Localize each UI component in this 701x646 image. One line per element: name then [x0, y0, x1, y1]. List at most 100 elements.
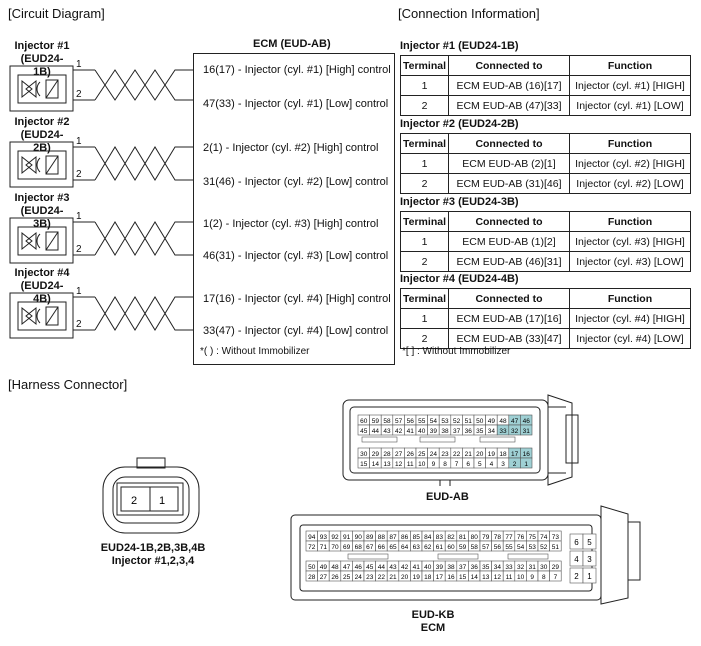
pin-label: 50 [308, 564, 316, 571]
pin-label: 41 [407, 428, 415, 435]
pin-label: 6 [574, 538, 579, 547]
pin-label: 34 [494, 564, 502, 571]
pin-cell [520, 424, 533, 436]
pin-label: 7 [455, 461, 459, 468]
pin-label: 80 [471, 534, 479, 541]
pin-label: 7 [554, 574, 558, 581]
pin-label: 62 [424, 544, 432, 551]
pin-label: 2 [76, 169, 82, 180]
table-cell: Injector (cyl. #2) [LOW] [568, 173, 691, 194]
pin-label: 6 [466, 461, 470, 468]
pin-label: 26 [331, 574, 339, 581]
pin-label: 57 [482, 544, 490, 551]
pin-label: 9 [530, 574, 534, 581]
connection-info-heading: [Connection Information] [398, 6, 540, 21]
table-cell: Injector (cyl. #2) [HIGH] [568, 153, 691, 174]
pin-label: 2 [76, 319, 82, 330]
pin-label: 45 [360, 428, 368, 435]
table-header: Function [568, 133, 691, 154]
pin-label: 39 [430, 428, 438, 435]
pin-label: 90 [355, 534, 363, 541]
injector-connector-caption: EUD24-1B,2B,3B,4B Injector #1,2,3,4 [100, 542, 206, 567]
pin-label: 1 [524, 461, 528, 468]
table-cell: ECM EUD-AB (2)[1] [447, 153, 570, 174]
pin-label: 31 [523, 428, 531, 435]
pin-label: 71 [320, 544, 328, 551]
pin-label: 36 [471, 564, 479, 571]
pin-label: 66 [378, 544, 386, 551]
pin-label: 33 [505, 564, 513, 571]
pin-label: 63 [413, 544, 421, 551]
pin-label: 35 [482, 564, 490, 571]
connection-table-title: Injector #2 (EUD24-2B) [400, 118, 519, 130]
pin-label: 38 [447, 564, 455, 571]
ecm-note: *( ) : Without Immobilizer [200, 346, 310, 357]
pin-label: 17 [436, 574, 444, 581]
pin-label: 79 [482, 534, 490, 541]
table-note: *[ ] : Without Immobilizer [402, 346, 511, 357]
pin-label: 39 [436, 564, 444, 571]
table-cell: 2 [400, 251, 449, 272]
pin-label: 20 [476, 451, 484, 458]
table-header: Terminal [400, 133, 449, 154]
pin-label: 10 [517, 574, 525, 581]
pin-label: 4 [574, 555, 579, 564]
pin-label: 81 [459, 534, 467, 541]
table-cell: ECM EUD-AB (47)[33] [447, 95, 570, 116]
pin-label: 17 [511, 451, 519, 458]
table-cell: Injector (cyl. #4) [HIGH] [568, 308, 691, 329]
ecm-row-6: 46(31) - Injector (cyl. #3) [Low] contro… [203, 250, 389, 262]
table-cell: ECM EUD-AB (1)[2] [447, 231, 570, 252]
pin-label: 51 [552, 544, 560, 551]
pin-label: 2 [76, 244, 82, 255]
pin-label: 44 [378, 564, 386, 571]
pin-label: 51 [465, 418, 473, 425]
pin-label: 38 [441, 428, 449, 435]
pin-label: 87 [389, 534, 397, 541]
pin-label: 49 [488, 418, 496, 425]
pin-cell [582, 533, 597, 550]
pin-label: 36 [465, 428, 473, 435]
pin-label: 1 [159, 495, 165, 507]
pin-label: 33 [499, 428, 507, 435]
pin-label: 24 [430, 451, 438, 458]
pin-label: 88 [378, 534, 386, 541]
pin-label: 59 [459, 544, 467, 551]
pin-label: 8 [443, 461, 447, 468]
pin-label: 61 [436, 544, 444, 551]
pin-label: 70 [331, 544, 339, 551]
pin-label: 15 [459, 574, 467, 581]
pin-label: 43 [389, 564, 397, 571]
circuit-wiring: 1 2 1 2 1 2 1 2 [9, 59, 193, 339]
ecm-row-2: 47(33) - Injector (cyl. #1) [Low] contro… [203, 98, 389, 110]
pin-label: 84 [424, 534, 432, 541]
pin-label: 16 [447, 574, 455, 581]
table-cell: 2 [400, 173, 449, 194]
eud-kb-caption: EUD-KB ECM [411, 609, 455, 634]
pin-label: 2 [574, 572, 579, 581]
pin-label: 30 [540, 564, 548, 571]
pin-label: 30 [360, 451, 368, 458]
pin-label: 14 [372, 461, 380, 468]
table-cell: ECM EUD-AB (17)[16] [447, 308, 570, 329]
pin-label: 32 [511, 428, 519, 435]
pin-label: 60 [360, 418, 368, 425]
pin-label: 1 [76, 59, 82, 70]
ecm-row-4: 31(46) - Injector (cyl. #2) [Low] contro… [203, 176, 389, 188]
pin-label: 52 [540, 544, 548, 551]
ecm-row-7: 17(16) - Injector (cyl. #4) [High] contr… [203, 293, 391, 305]
pin-label: 72 [308, 544, 316, 551]
pin-label: 12 [494, 574, 502, 581]
harness-connector-heading: [Harness Connector] [8, 377, 128, 392]
pin-label: 1 [76, 286, 82, 297]
table-cell: Injector (cyl. #3) [LOW] [568, 251, 691, 272]
pin-label: 48 [499, 418, 507, 425]
pin-label: 49 [320, 564, 328, 571]
